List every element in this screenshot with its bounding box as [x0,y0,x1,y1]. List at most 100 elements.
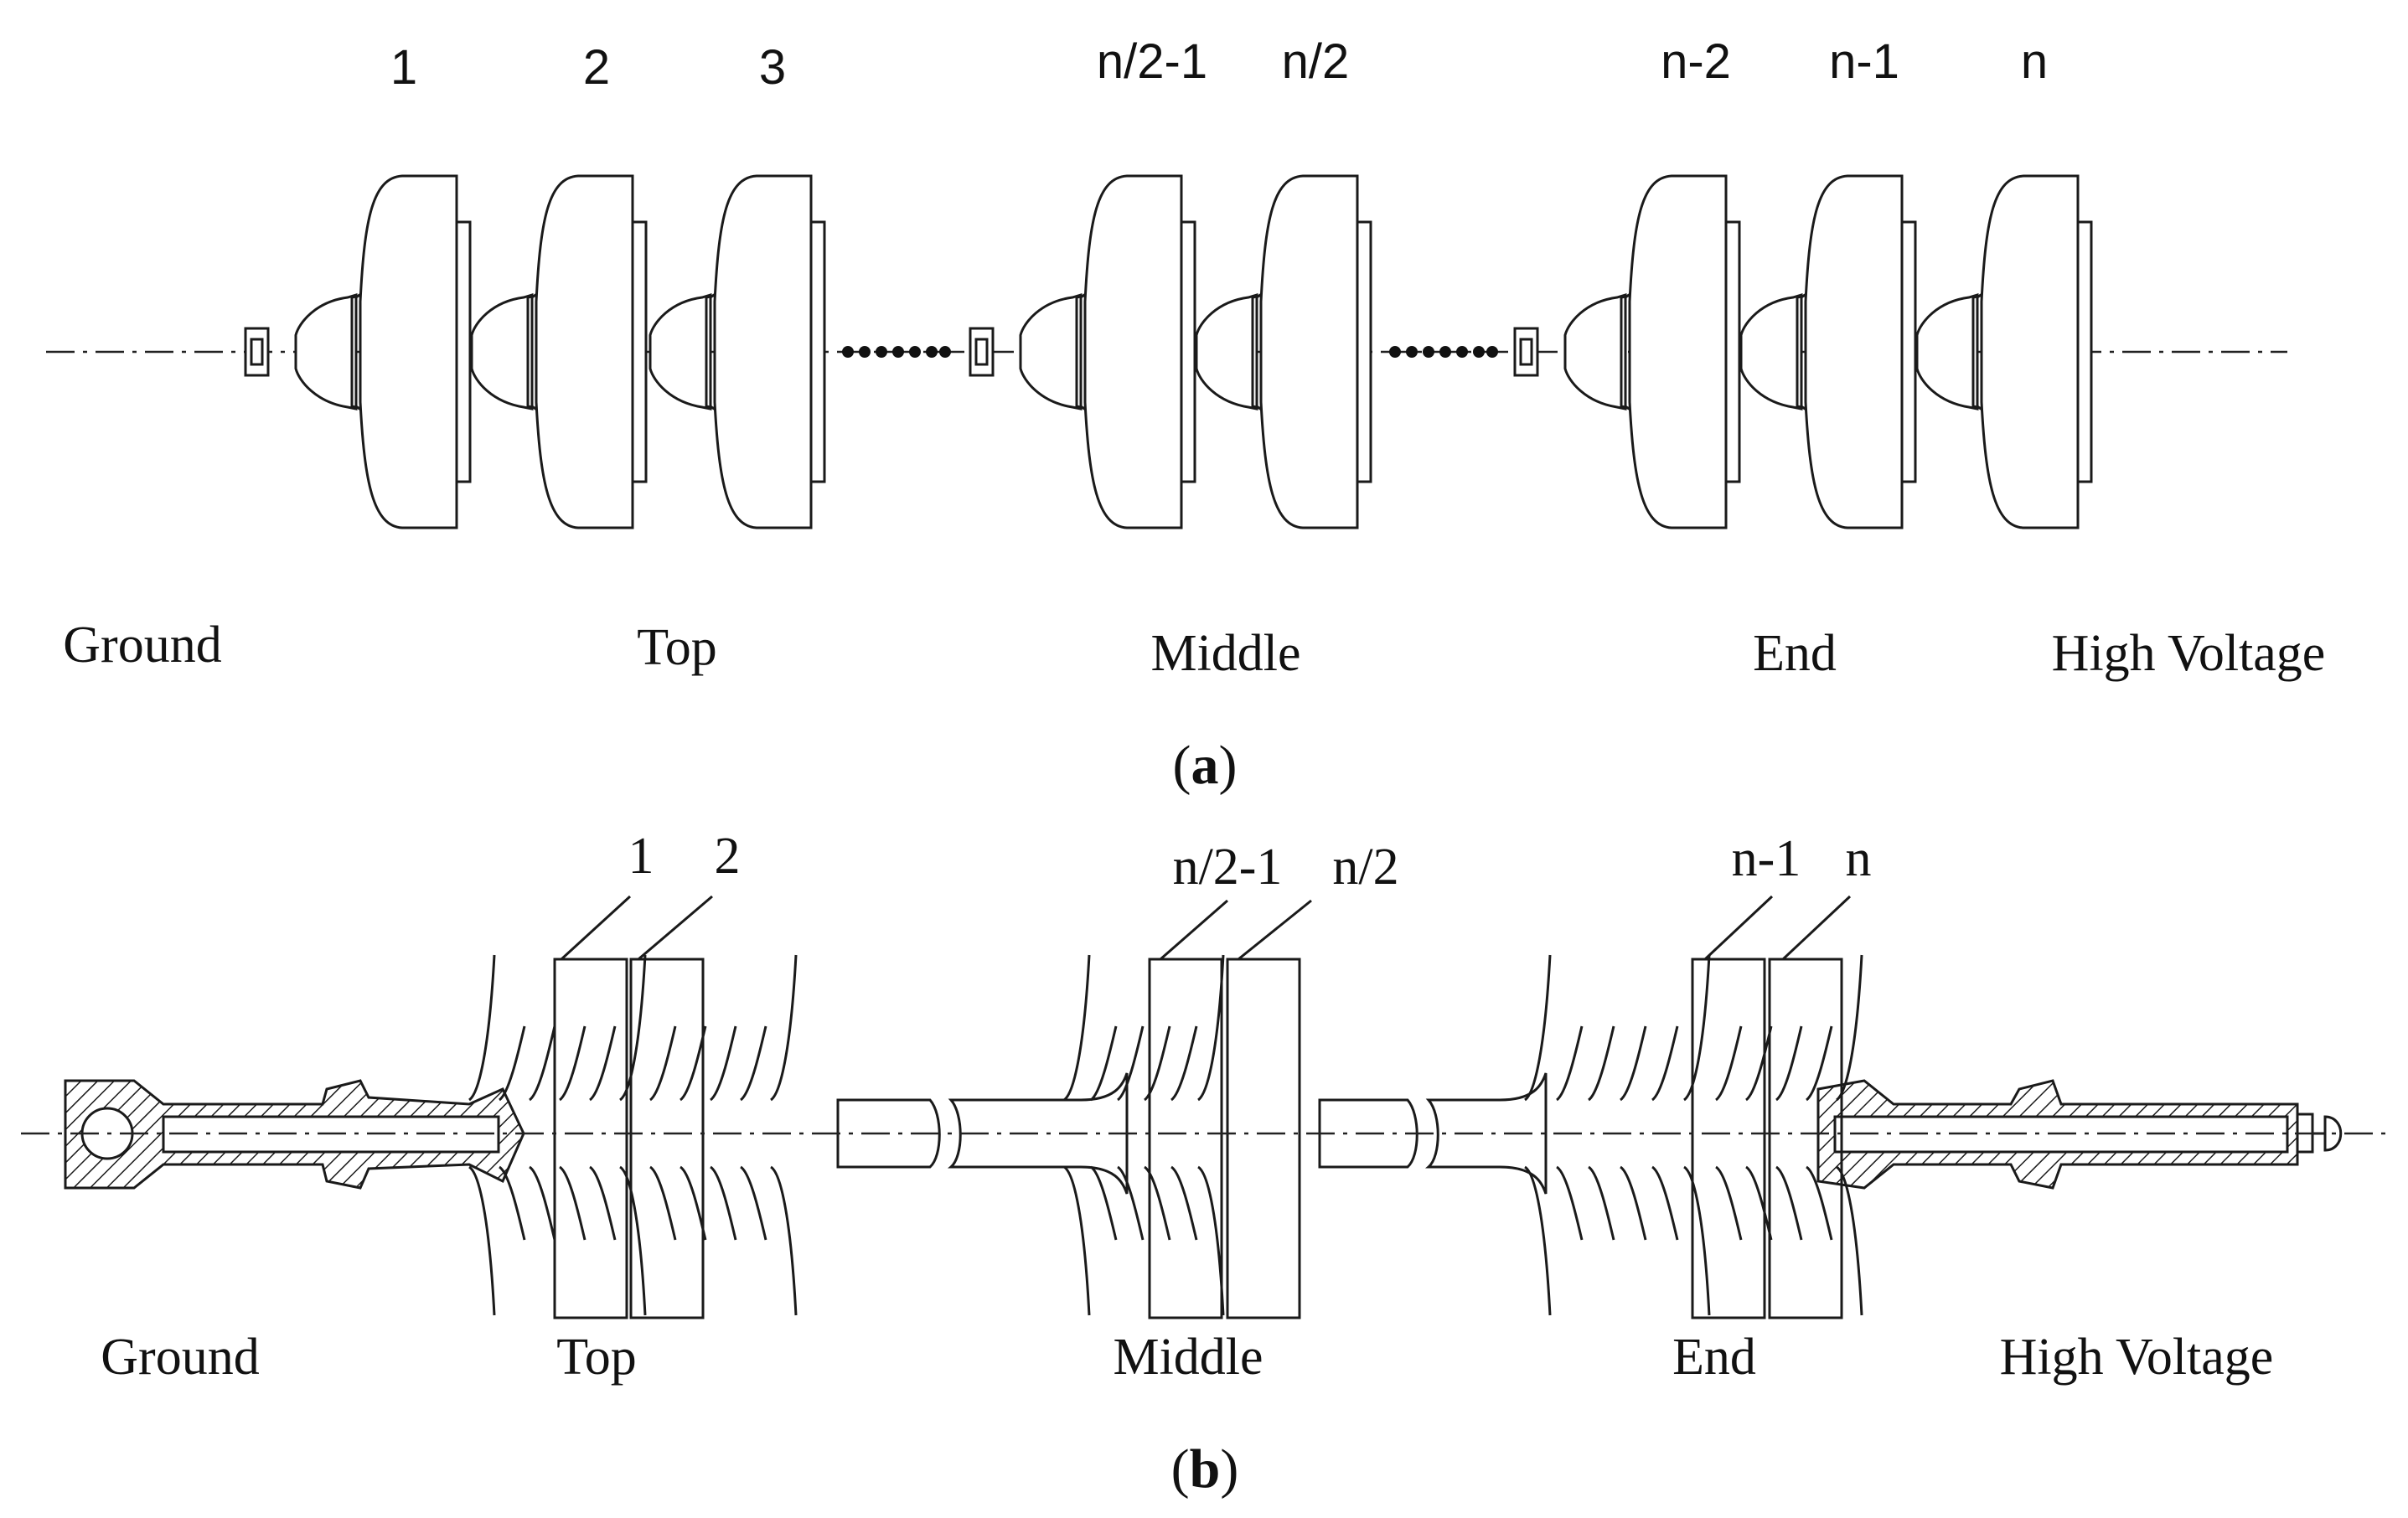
figure-b-leader-lines [560,895,1852,961]
b-shed [739,1025,767,1241]
figure-a-insulator-string [46,174,2287,529]
b-shed [1116,1025,1145,1241]
b-shed [588,1025,617,1241]
b-grading-ring-2 [629,958,705,1319]
a-disc-2 [470,174,648,529]
b-grading-ring-5 [1691,958,1766,1319]
b-label-high-voltage: High Voltage [2000,1329,2274,1386]
b-shed [649,1025,677,1241]
b-ring-number-n2m1: n/2-1 [1173,839,1283,896]
a-disc-1 [244,174,472,529]
b-grading-ring-3 [1148,958,1223,1319]
a-disc-number-n2: n/2 [1282,34,1350,89]
figure-a-ellipsis-left [842,346,951,358]
b-shed [619,954,647,1316]
figure-b-composite-insulator [21,954,2392,1319]
b-ring-number-1: 1 [628,828,654,885]
a-disc-cap [1915,291,1988,413]
a-disc-rim [631,220,648,483]
figure-a-ellipsis-right [1389,346,1498,358]
b-shed [498,1025,526,1241]
b-shed [1619,1025,1647,1241]
b-shed [558,1025,586,1241]
a-disc-number-3: 3 [759,40,786,95]
a-disc-shed [1083,174,1183,529]
a-disc-number-nm1: n-1 [1829,34,1899,89]
b-joint-middle-left [947,1072,1129,1195]
b-label-end: End [1672,1329,1756,1386]
caption-a-letter: a [1191,735,1219,796]
a-disc-rim [1724,220,1741,483]
b-shed [1651,1025,1679,1241]
figure-a-discs [244,174,2093,529]
a-disc-8 [1915,174,2093,529]
b-label-ground: Ground [101,1329,259,1386]
a-label-end: End [1753,625,1837,682]
a-disc-rim [455,220,472,483]
b-shed [1524,954,1552,1316]
a-disc-cap [649,291,721,413]
figure-b-grading-rings [553,958,1843,1319]
a-disc-6 [1513,174,1741,529]
caption-b-letter: b [1190,1438,1221,1500]
a-disc-rim [1900,220,1917,483]
b-grading-ring-1 [553,958,628,1319]
a-disc-shed [1259,174,1359,529]
caption-a: (a) [1173,735,1238,796]
b-shed [1714,1025,1743,1241]
a-disc-number-2: 2 [583,40,610,95]
b-shed [528,1025,556,1241]
b-shed [1197,954,1225,1316]
b-label-middle: Middle [1113,1329,1263,1386]
a-disc-number-1: 1 [390,40,417,95]
a-disc-rim [1180,220,1196,483]
b-shed [709,1025,737,1241]
a-disc-cap [1195,291,1268,413]
a-disc-shed [359,174,458,529]
b-shed [1805,1025,1833,1241]
a-disc-rim [1356,220,1372,483]
b-shed [770,954,798,1316]
b-ring-number-nm1: n-1 [1732,830,1801,887]
b-grading-ring-4 [1226,958,1301,1319]
b-shed [1143,1025,1171,1241]
a-disc-rim [809,220,826,483]
a-disc-cap [470,291,543,413]
a-disc-shed [1628,174,1728,529]
b-shed [1089,1025,1118,1241]
a-disc-number-nm2: n-2 [1661,34,1731,89]
a-disc-shed [713,174,813,529]
b-shed [1063,954,1091,1316]
a-label-middle: Middle [1150,625,1300,682]
b-ring-number-n: n [1846,830,1872,887]
a-disc-5 [1195,174,1372,529]
b-shed [1683,954,1711,1316]
a-disc-number-n2m1: n/2-1 [1097,34,1207,89]
a-disc-3 [649,174,826,529]
a-disc-cap [1739,291,1812,413]
b-shed [1775,1025,1803,1241]
b-ring-number-n2: n/2 [1332,839,1398,896]
caption-b: (b) [1171,1438,1239,1500]
a-disc-4 [969,174,1196,529]
a-pin-socket [1513,327,1539,377]
figure-b-sheds [468,954,1863,1316]
b-shed [1836,954,1863,1316]
a-disc-cap [294,291,367,413]
b-joint-end-left [1424,1072,1548,1195]
b-ring-number-2: 2 [715,828,741,885]
b-grading-ring-6 [1768,958,1843,1319]
a-disc-shed [1804,174,1904,529]
a-disc-number-n: n [2021,34,2048,89]
b-shed [1587,1025,1615,1241]
b-shed [1170,1025,1198,1241]
b-shed [468,954,496,1316]
a-disc-rim [2076,220,2093,483]
a-disc-shed [1980,174,2080,529]
a-pin-socket [969,327,995,377]
a-disc-cap [1019,291,1092,413]
a-disc-7 [1739,174,1917,529]
a-label-ground: Ground [63,617,221,674]
a-label-top: Top [637,619,717,676]
